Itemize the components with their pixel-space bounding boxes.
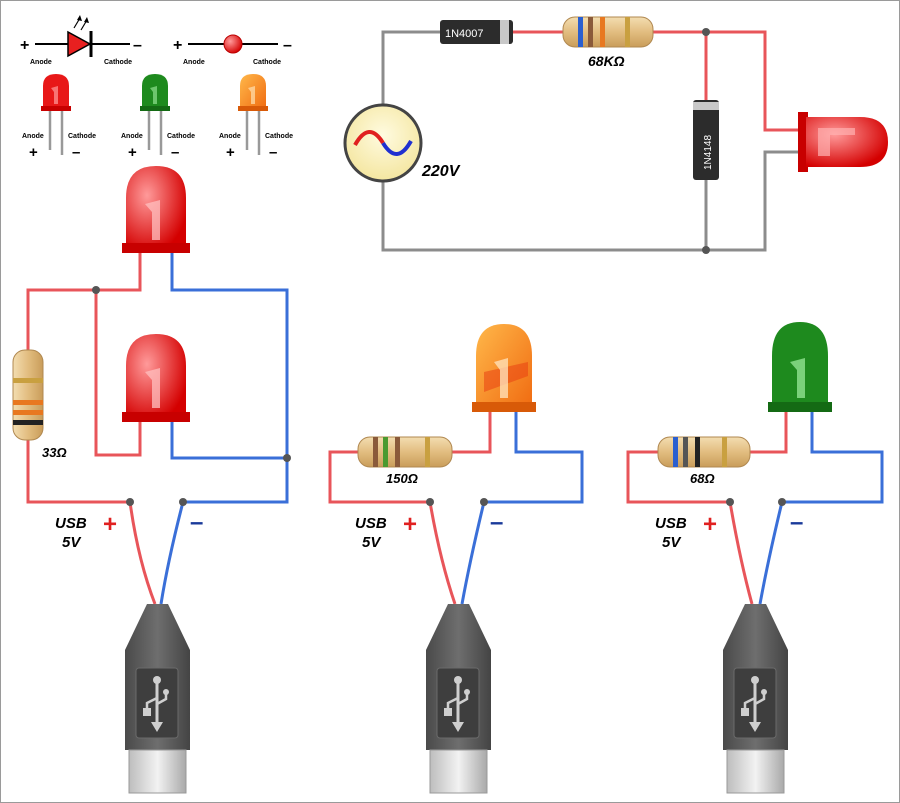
diode-1n4148: 1N4148: [693, 100, 719, 180]
usb2-usb-icon: [444, 676, 470, 732]
legend-led-green: Anode Cathode + –: [121, 74, 195, 161]
legend-orange-cathode: Cathode: [265, 133, 293, 140]
diode-1n4007: 1N4007: [440, 20, 513, 44]
usb2-led-orange: [472, 324, 536, 412]
resistor-33-ohm: 33Ω: [12, 349, 67, 460]
usb2-plug: [426, 604, 491, 794]
usb2-source-label: USB: [355, 515, 387, 532]
legend-led-orange: Anode Cathode + –: [219, 74, 293, 161]
usb1-plus: +: [103, 511, 117, 538]
resistor-33-label: 33Ω: [42, 445, 67, 460]
legend-red-anode: Anode: [22, 133, 44, 140]
source-voltage-label: 220V: [421, 163, 461, 180]
usb3-led-green: [768, 322, 832, 412]
led-symbol-plus: +: [20, 37, 29, 54]
legend-orange-minus: –: [269, 144, 277, 161]
resistor-68k-label: 68KΩ: [588, 53, 625, 69]
mains-led-red: [798, 112, 888, 172]
usb3-minus: –: [790, 509, 803, 536]
usb3-voltage-label: 5V: [662, 534, 682, 551]
led-bulb-symbol-legend: + – Anode Cathode: [173, 34, 292, 66]
legend-red-plus: +: [29, 144, 38, 161]
usb1-led-bottom: [122, 334, 190, 422]
resistor-68-ohm: 68Ω: [657, 436, 751, 486]
usb1-source-label: USB: [55, 515, 87, 532]
resistor-150-label: 150Ω: [386, 471, 418, 486]
usb1-plug: [125, 604, 190, 794]
legend-orange-plus: +: [226, 144, 235, 161]
legend-red-cathode: Cathode: [68, 133, 96, 140]
diode-1n4148-label: 1N4148: [703, 135, 714, 170]
led-symbol-cathode: Cathode: [104, 59, 132, 66]
usb1-led-top: [122, 166, 190, 253]
legend-green-anode: Anode: [121, 133, 143, 140]
usb-circuit-3: 68Ω USB 5V + –: [626, 322, 884, 794]
resistor-68k: 68KΩ: [562, 16, 654, 69]
usb3-plug: [723, 604, 788, 794]
usb1-usb-icon: [143, 676, 169, 732]
resistor-68-label: 68Ω: [690, 471, 715, 486]
diode-label: 1N4007: [445, 28, 484, 40]
usb3-plus: +: [703, 511, 717, 538]
usb2-plus: +: [403, 511, 417, 538]
usb3-source-label: USB: [655, 515, 687, 532]
bulb-symbol-plus: +: [173, 37, 182, 54]
usb2-voltage-label: 5V: [362, 534, 382, 551]
legend-orange-anode: Anode: [219, 133, 241, 140]
legend-red-minus: –: [72, 144, 80, 161]
usb1-minus: –: [190, 509, 203, 536]
usb1-voltage-label: 5V: [62, 534, 82, 551]
legend-green-cathode: Cathode: [167, 133, 195, 140]
legend-green-plus: +: [128, 144, 137, 161]
usb3-usb-icon: [741, 676, 767, 732]
bulb-symbol-anode: Anode: [183, 59, 205, 66]
usb2-minus: –: [490, 509, 503, 536]
resistor-150-ohm: 150Ω: [357, 436, 453, 486]
legend-green-minus: –: [171, 144, 179, 161]
legend-led-red: Anode Cathode + –: [22, 74, 96, 161]
led-symbol-legend: + – Anode Cathode: [20, 15, 142, 66]
led-symbol-anode: Anode: [30, 59, 52, 66]
mains-circuit: 220V 1N4007 68KΩ 1N4148: [343, 16, 888, 254]
usb-circuit-1: 33Ω USB 5V + –: [12, 166, 291, 794]
usb-circuit-2: 150Ω USB 5V + –: [328, 324, 584, 794]
bulb-symbol-minus: –: [283, 37, 292, 54]
bulb-symbol-cathode: Cathode: [253, 59, 281, 66]
led-symbol-minus: –: [133, 37, 142, 54]
